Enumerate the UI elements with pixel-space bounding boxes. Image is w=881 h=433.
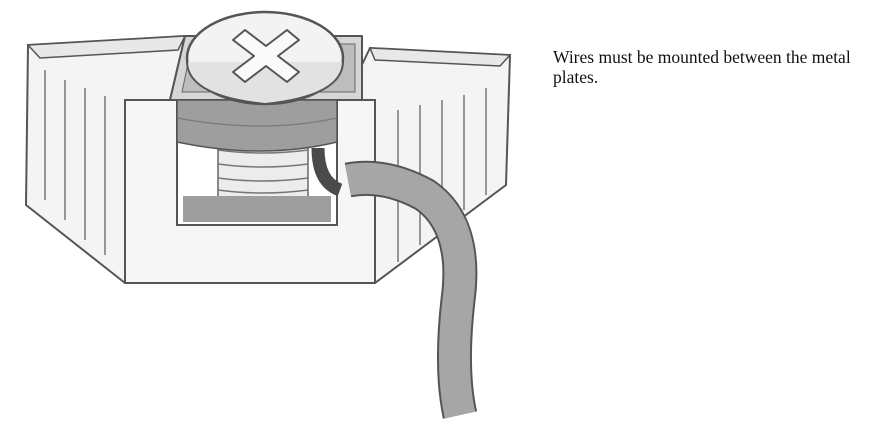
lower-metal-plate — [183, 196, 331, 222]
caption-text: Wires must be mounted between the metal … — [553, 47, 851, 87]
cross-slot-screw-icon — [185, 10, 345, 106]
terminal-diagram — [25, 10, 512, 419]
terminal-housing-left — [25, 35, 187, 284]
upper-metal-plate — [176, 99, 338, 152]
wire-cable — [311, 147, 478, 419]
